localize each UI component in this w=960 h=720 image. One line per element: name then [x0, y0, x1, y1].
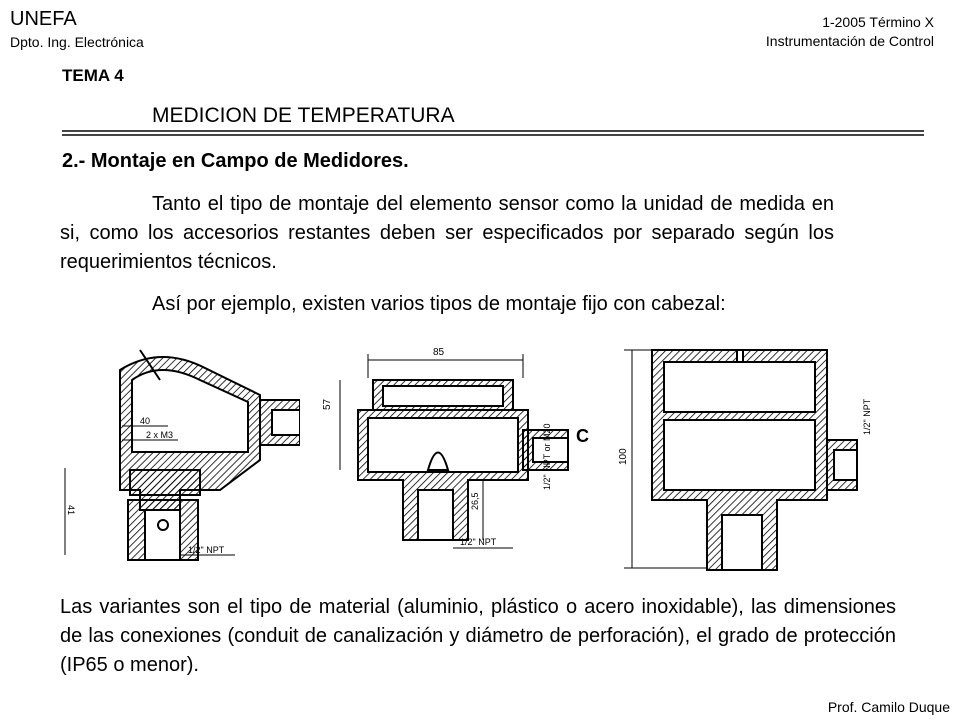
fig2-dim-c: 26,5 [470, 492, 480, 510]
fig1-dim-a: 40 [140, 416, 150, 426]
title-rule [62, 130, 924, 132]
figure-head-2: 85 57 26,5 1/2" NPT or M20 C 1/2" NPT [322, 347, 589, 549]
fig2-dim-b: 57 [322, 398, 333, 410]
chapter-title: MEDICION DE TEMPERATURA [152, 104, 455, 127]
topic-number: TEMA 4 [62, 66, 124, 85]
fig2-thread-label: 1/2" NPT [460, 537, 497, 547]
fig1-thread-label: 1/2" NPT [188, 545, 225, 555]
fig3-thread-label: 1/2" NPT [862, 398, 872, 435]
fig2-conduit-label: 1/2" NPT or M20 [542, 423, 552, 490]
section-heading: 2.- Montaje en Campo de Medidores. [62, 150, 409, 172]
author-footer: Prof. Camilo Duque [827, 699, 950, 715]
fig3-dim-a: 100 [618, 448, 629, 465]
figure-head-3: 100 1/2" NPT [618, 349, 872, 571]
paragraph-3: Las variantes son el tipo de material (a… [60, 596, 896, 676]
paragraph-2: Así por ejemplo, existen varios tipos de… [152, 293, 726, 315]
fig2-dim-a: 85 [433, 347, 445, 358]
fig1-dim-b: 2 x M3 [146, 430, 173, 440]
fig1-dim-c: 41 [66, 505, 76, 515]
department: Dpto. Ing. Electrónica [10, 34, 144, 50]
paragraph-1: Tanto el tipo de montaje del elemento se… [60, 193, 834, 273]
title-rule-2 [62, 134, 924, 136]
term: 1-2005 Término X [822, 14, 934, 30]
figure-head-1: 40 2 x M3 41 1/2" NPT [64, 349, 300, 561]
org-name: UNEFA [10, 8, 77, 30]
course-name: Instrumentación de Control [765, 33, 934, 49]
fig2-label-c: C [576, 426, 589, 446]
